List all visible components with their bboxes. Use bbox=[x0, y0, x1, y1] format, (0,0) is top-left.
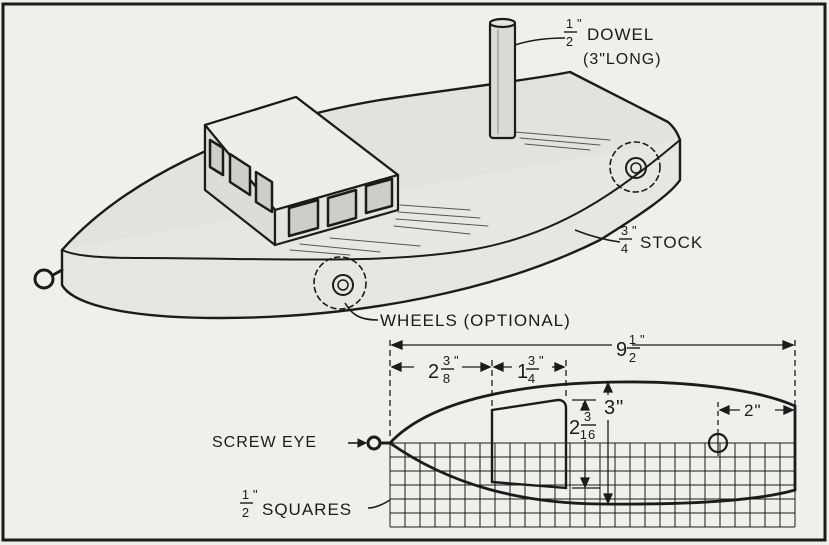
dim-hull-width: 3" bbox=[604, 397, 624, 419]
dim-overall: 9 1 2 " bbox=[616, 332, 646, 365]
svg-text:2: 2 bbox=[566, 34, 574, 49]
screw-eye-label: SCREW EYE bbox=[212, 434, 317, 451]
svg-text:1: 1 bbox=[566, 16, 574, 31]
dim-bow-to-cabin: 2 3 8 " bbox=[428, 353, 460, 386]
svg-text:3: 3 bbox=[621, 223, 629, 238]
plan-screw-eye-icon bbox=[366, 435, 390, 451]
hull-edge bbox=[61, 139, 681, 261]
cabin-outline bbox=[490, 398, 568, 490]
svg-text:3: 3 bbox=[528, 353, 536, 368]
svg-text:4: 4 bbox=[528, 371, 536, 386]
svg-text:4: 4 bbox=[621, 241, 629, 256]
cabin-windows bbox=[208, 138, 394, 238]
wheel-front-icon bbox=[313, 256, 367, 310]
svg-text:(3"LONG): (3"LONG) bbox=[583, 51, 662, 68]
boat-isometric bbox=[33, 17, 682, 320]
plan-view bbox=[366, 380, 797, 528]
svg-text:": " bbox=[582, 400, 588, 415]
wheels-label: WHEELS (OPTIONAL) bbox=[380, 311, 571, 330]
dim-cabin-width: 2 3 16 " bbox=[569, 400, 596, 442]
svg-text:2: 2 bbox=[569, 417, 581, 439]
svg-text:2: 2 bbox=[428, 361, 440, 383]
svg-text:STOCK: STOCK bbox=[640, 233, 703, 252]
svg-text:": " bbox=[640, 332, 646, 347]
squares-label: 1 2 " SQUARES bbox=[240, 487, 391, 520]
svg-text:1: 1 bbox=[629, 332, 637, 347]
stock-label: 3 4 " STOCK bbox=[619, 223, 703, 256]
svg-text:8: 8 bbox=[443, 371, 451, 386]
screw-eye-arrow bbox=[348, 438, 368, 448]
dowel bbox=[488, 20, 517, 140]
svg-text:1: 1 bbox=[517, 361, 529, 383]
svg-text:2: 2 bbox=[629, 350, 637, 365]
dimension-lines bbox=[389, 340, 796, 505]
svg-text:": " bbox=[539, 353, 545, 368]
leaders bbox=[344, 37, 621, 321]
svg-text:DOWEL: DOWEL bbox=[587, 25, 654, 44]
svg-text:3: 3 bbox=[443, 353, 451, 368]
hull-outline bbox=[387, 380, 797, 506]
dowel-label: 1 2 " DOWEL (3"LONG) bbox=[564, 16, 662, 68]
svg-text:16: 16 bbox=[580, 427, 596, 442]
svg-text:": " bbox=[632, 223, 638, 238]
half-inch-grid bbox=[389, 442, 796, 528]
svg-text:3: 3 bbox=[584, 409, 592, 424]
dim-cabin-length: 1 3 4 " bbox=[517, 353, 545, 386]
dim-stern-to-hole: 2" bbox=[744, 401, 762, 420]
svg-text:": " bbox=[454, 353, 460, 368]
svg-text:SQUARES: SQUARES bbox=[262, 500, 352, 519]
screw-eye-icon bbox=[33, 268, 64, 290]
svg-text:": " bbox=[577, 16, 583, 31]
wheel-rear-icon bbox=[609, 141, 661, 193]
svg-text:": " bbox=[253, 487, 259, 502]
svg-text:9: 9 bbox=[616, 339, 628, 361]
hull-side bbox=[60, 138, 682, 320]
deck-shading bbox=[289, 131, 611, 256]
svg-text:2: 2 bbox=[242, 505, 250, 520]
svg-text:1: 1 bbox=[242, 487, 250, 502]
